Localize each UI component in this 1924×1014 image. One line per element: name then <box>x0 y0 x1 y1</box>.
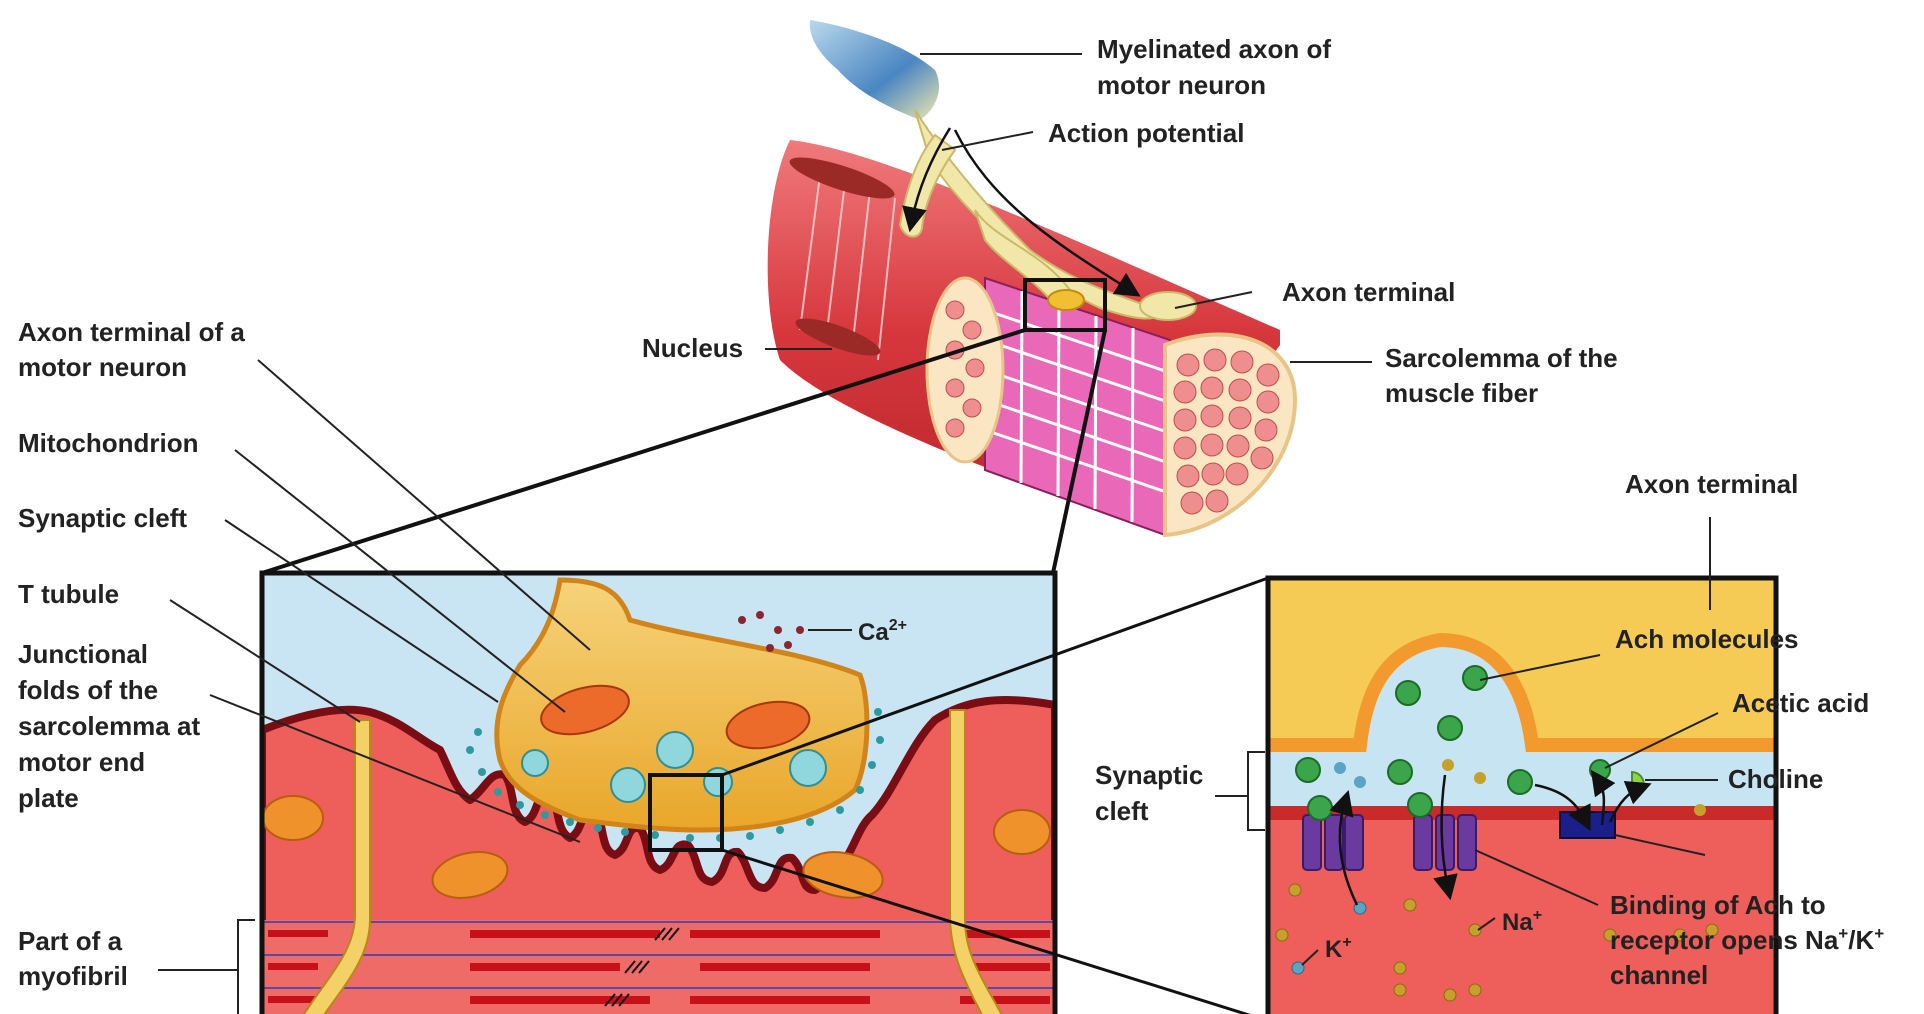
ion-flow-arrows <box>1329 769 1652 906</box>
acetylcholinesterase-receptor <box>1559 811 1616 839</box>
left-labels: Axon terminal of a motor neuron Mitochon… <box>18 317 591 1014</box>
nmj-axon-terminal <box>494 577 870 833</box>
label-nucleus: Nucleus <box>642 333 743 363</box>
label-junctional-5: plate <box>18 783 79 813</box>
na-k-channels <box>1302 814 1477 871</box>
myofibril-stripes <box>262 920 1055 1014</box>
label-binding-2: receptor opens Na+/K+ <box>1610 924 1884 955</box>
label-binding-2b: /K <box>1848 925 1874 955</box>
label-k: K+ <box>1325 934 1352 963</box>
myelinated-axon <box>809 20 940 120</box>
label-mitochondrion: Mitochondrion <box>18 428 199 458</box>
label-synaptic-cleft-left: Synaptic cleft <box>18 503 187 533</box>
label-myelinated-axon-1: Myelinated axon of <box>1097 34 1331 64</box>
label-na-sup: + <box>1533 907 1542 924</box>
zoom-connector-lines-right <box>721 576 1269 1014</box>
muscle-nucleus <box>795 318 881 356</box>
label-calcium-base: Ca <box>858 619 889 646</box>
label-binding-2a: receptor opens Na <box>1610 925 1839 955</box>
label-axon-terminal-right: Axon terminal <box>1625 469 1798 499</box>
zoom-connector-lines <box>261 328 1107 575</box>
label-myofibril-2: myofibril <box>18 961 128 991</box>
label-ach-molecules: Ach molecules <box>1615 624 1799 654</box>
muscle-nucleus <box>789 157 895 199</box>
na-ions <box>1275 883 1719 1002</box>
label-choline: Choline <box>1728 764 1823 794</box>
label-t-tubule: T tubule <box>18 579 119 609</box>
label-junctional-4: motor end <box>18 747 145 777</box>
label-binding-2-sup2: + <box>1874 924 1884 943</box>
cleft-ions <box>1334 759 1706 816</box>
label-binding-2-sup1: + <box>1838 924 1848 943</box>
top-labels: Myelinated axon of motor neuron Action p… <box>642 34 1618 408</box>
label-synaptic-cleft-right-1: Synaptic <box>1095 760 1203 790</box>
terminal-mitochondria <box>540 684 811 750</box>
nmj-panel <box>259 570 1058 1014</box>
muscle-mitochondria <box>262 795 1051 899</box>
label-axon-terminal-top: Axon terminal <box>1282 277 1455 307</box>
action-potential-arrow <box>953 129 1141 297</box>
label-binding-3: channel <box>1610 960 1708 990</box>
label-calcium-sup: 2+ <box>889 617 907 634</box>
axon-terminal-top <box>1139 291 1197 321</box>
label-acetic-acid: Acetic acid <box>1732 688 1869 718</box>
zoom-source-box <box>1023 278 1107 332</box>
label-junctional-2: folds of the <box>18 675 158 705</box>
calcium-ions <box>738 611 804 652</box>
label-axon-terminal-motor-2: motor neuron <box>18 352 187 382</box>
label-myofibril-1: Part of a <box>18 926 123 956</box>
label-sarcolemma-1: Sarcolemma of the <box>1385 343 1618 373</box>
label-junctional-1: Junctional <box>18 639 148 669</box>
label-na: Na+ <box>1502 907 1542 936</box>
label-k-sup: + <box>1342 934 1351 951</box>
right-terminal-membrane <box>1268 632 1776 752</box>
action-potential-arrow <box>902 127 952 233</box>
k-ions <box>1291 901 1367 975</box>
receptor-detail-panel <box>1265 575 1779 1014</box>
right-labels: Axon terminal Ach molecules Acetic acid … <box>1095 469 1884 990</box>
label-na-base: Na <box>1502 909 1533 936</box>
label-binding-1: Binding of Ach to <box>1610 890 1826 920</box>
label-junctional-3: sarcolemma at <box>18 711 200 741</box>
label-calcium: Ca2+ <box>858 617 907 646</box>
cleft-ach-dots <box>466 708 884 842</box>
myofibril-cut-face <box>925 276 1298 538</box>
label-k-base: K <box>1325 936 1343 963</box>
label-axon-terminal-motor-1: Axon terminal of a <box>18 317 245 347</box>
calcium-label: Ca2+ <box>808 617 907 646</box>
axon-terminal-boxed <box>1047 289 1085 311</box>
muscle-striations <box>799 174 896 361</box>
t-tubules <box>302 709 1003 1014</box>
muscle-fiber-illustration <box>767 20 1298 538</box>
axon-branch <box>914 109 1162 320</box>
label-myelinated-axon-2: motor neuron <box>1097 70 1266 100</box>
zoom-source-box-detail <box>648 773 724 852</box>
label-sarcolemma-2: muscle fiber <box>1385 378 1538 408</box>
label-synaptic-cleft-right-2: cleft <box>1095 796 1149 826</box>
label-action-potential: Action potential <box>1048 118 1244 148</box>
